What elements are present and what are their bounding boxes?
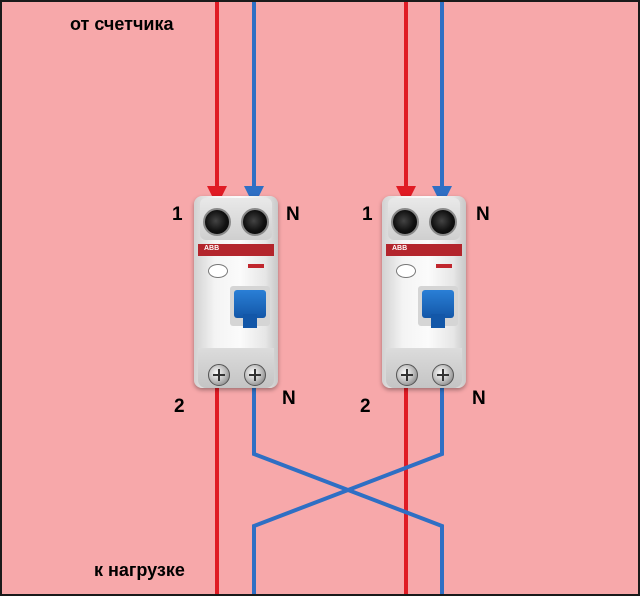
screw-neutral-out [432,364,454,386]
screw-neutral-out [244,364,266,386]
terminal-label-n-bottom: N [282,388,296,409]
label-to-load: к нагрузке [94,560,185,580]
terminal-label-2: 2 [360,396,371,417]
test-button[interactable] [208,264,228,278]
status-indicator [248,264,264,268]
terminal-label-n-top: N [476,204,490,225]
terminal-label-n-top: N [286,204,300,225]
terminal-neutral-in [429,208,457,236]
terminal-label-1: 1 [172,204,183,225]
brand-logo: ABB [204,245,220,252]
terminal-label-1: 1 [362,204,373,225]
terminal-label-n-bottom: N [472,388,486,409]
terminal-label-2: 2 [174,396,185,417]
terminal-neutral-in [241,208,269,236]
screw-phase-out [396,364,418,386]
brand-band [198,244,274,256]
switch-lever-tab [243,314,257,328]
brand-band [386,244,462,256]
screw-phase-out [208,364,230,386]
rcd-device-2: ABB [382,196,466,388]
rcd-device-1: ABB [194,196,278,388]
test-button[interactable] [396,264,416,278]
switch-lever-tab [431,314,445,328]
switch-lever[interactable] [234,290,266,318]
status-indicator [436,264,452,268]
brand-logo: ABB [392,245,408,252]
neutral-wire-out-2 [252,388,444,594]
terminal-phase-in [391,208,419,236]
terminal-phase-in [203,208,231,236]
switch-lever[interactable] [422,290,454,318]
label-from-meter: от счетчика [70,14,174,34]
